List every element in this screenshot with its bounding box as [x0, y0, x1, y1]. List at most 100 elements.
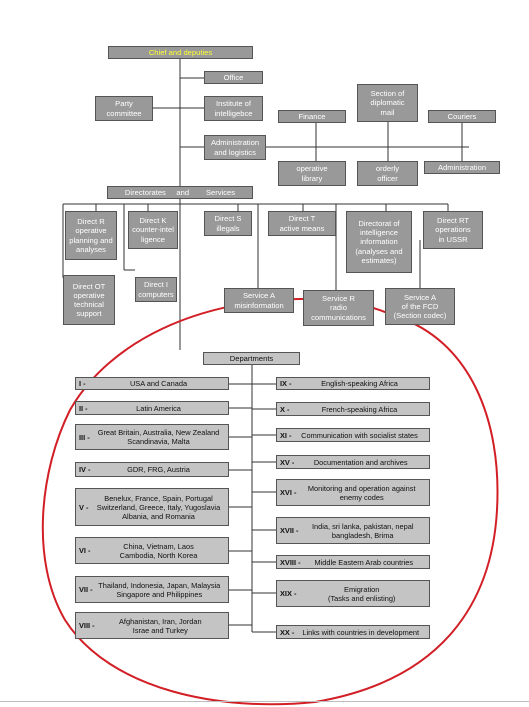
dept-right-5: XVI - Monitoring and operation against en… [276, 479, 430, 506]
dept-name: Monitoring and operation against enemy c… [307, 483, 416, 502]
service-a-misinformation-label: Service A misinformation [234, 291, 284, 310]
dept-number: XX - [280, 627, 295, 637]
directorate-intelligence-info-label: Directorat of intelligence information (… [355, 218, 403, 265]
service-a-misinformation-box: Service A misinformation [224, 288, 294, 313]
direct-t-label: Direct T active means [279, 214, 325, 233]
page-bottom-rule [0, 701, 529, 702]
direct-rt-label: Direct RT operations in USSR [435, 216, 471, 244]
dept-number: XIX - [280, 589, 297, 598]
dept-name: Emigration (Tasks and enlisting) [328, 584, 396, 603]
dept-right-9: XX - Links with countries in development [276, 625, 430, 639]
dept-number: VI - [79, 546, 91, 555]
direct-i-label: Direct I computers [138, 280, 174, 299]
dept-number: XI - [280, 430, 292, 440]
direct-r-box: Direct R operative planning and analyses [65, 211, 117, 260]
dept-name: Links with countries in development [302, 627, 420, 637]
dept-right-2: X - French-speaking Africa [276, 402, 430, 416]
service-r-box: Service R radio communications [303, 290, 374, 326]
directorates-label: Directorates and Services [124, 187, 236, 197]
dept-left-2: II - Latin America [75, 401, 229, 415]
dept-number: III - [79, 432, 90, 442]
orderly-officer-label: orderly officer [375, 164, 400, 183]
dept-left-8: VIII -Afghanistan, Iran, Jordan Israe an… [75, 612, 229, 639]
dept-number: XVIII - [280, 557, 301, 567]
dept-name: French-speaking Africa [321, 404, 398, 414]
departments-title: Departments [229, 353, 274, 363]
dept-number: XV - [280, 457, 295, 467]
service-a-fcd-box: Service A of the FCD (Section codec) [385, 288, 455, 325]
office-box: Office [204, 71, 263, 84]
chief-label: Chief and deputies [148, 47, 213, 57]
office-label: Office [223, 72, 244, 82]
dept-right-7: XVIII - Middle Eastern Arab countries [276, 555, 430, 569]
dept-left-7: VII - Thailand, Indonesia, Japan, Malaysi… [75, 576, 229, 603]
direct-s-box: Direct S illegals [204, 211, 252, 236]
service-r-label: Service R radio communications [311, 294, 366, 322]
finance-box: Finance [278, 110, 346, 123]
admin-logistics-label: Administration and logistics [210, 138, 260, 157]
orderly-officer-box: orderly officer [357, 161, 418, 186]
couriers-label: Couriers [447, 111, 477, 121]
institute-label: Institute of intelligebce [214, 99, 253, 118]
direct-ot-box: Direct OT operative technical support [63, 275, 115, 325]
dept-number: XVII - [280, 526, 299, 535]
finance-label: Finance [298, 111, 326, 121]
direct-ot-label: Direct OT operative technical support [72, 281, 106, 319]
dept-number: V - [79, 502, 89, 512]
service-a-fcd-label: Service A of the FCD (Section codec) [393, 292, 447, 321]
administration-box: Administration [424, 161, 500, 174]
section-diplomatic-mail-label: Section of diplomatic mail [370, 89, 405, 117]
dept-number: VII - [79, 585, 93, 594]
direct-t-box: Direct T active means [268, 211, 336, 236]
dept-number: X - [280, 404, 290, 414]
highlight-circle [41, 297, 499, 706]
direct-rt-box: Direct RT operations in USSR [423, 211, 483, 249]
couriers-box: Couriers [428, 110, 496, 123]
dept-left-5: V - Benelux, France, Spain, Portugal Swit… [75, 488, 229, 526]
chief-box: Chief and deputies [108, 46, 253, 59]
direct-k-box: Direct K counter-intel ligence [128, 211, 178, 249]
dept-number: IV - [79, 465, 91, 474]
institute-box: Institute of intelligebce [204, 96, 263, 121]
dept-left-1: I - USA and Canada [75, 377, 229, 390]
dept-left-3: III - Great Britain, Australia, New Zeala… [75, 424, 229, 450]
dept-name: Great Britain, Australia, New Zealand Sc… [97, 428, 220, 446]
dept-number: VIII - [79, 621, 95, 630]
directorates-box: Directorates and Services [107, 186, 253, 199]
direct-r-label: Direct R operative planning and analyses [69, 217, 113, 254]
operative-library-label: operative library [296, 164, 328, 183]
dept-name: Benelux, France, Spain, Portugal Switzer… [96, 493, 221, 521]
dept-name: Middle Eastern Arab countries [314, 557, 414, 567]
departments-header: Departments [203, 352, 300, 365]
dept-name: Thailand, Indonesia, Japan, Malaysia Sin… [98, 580, 221, 599]
dept-right-6: XVII - India, sri lanka, pakistan, nepal … [276, 517, 430, 544]
dept-right-4: XV - Documentation and archives [276, 455, 430, 469]
direct-i-box: Direct I computers [135, 277, 177, 302]
dept-name: GDR, FRG, Austria [127, 465, 190, 474]
dept-name: English-speaking Africa [321, 379, 398, 388]
party-committee-label: Party committee [106, 99, 142, 118]
section-diplomatic-mail-box: Section of diplomatic mail [357, 84, 418, 122]
dept-left-6: VI - China, Vietnam, Laos Cambodia, North… [75, 537, 229, 564]
dept-left-4: IV - GDR, FRG, Austria [75, 462, 229, 477]
dept-name: Latin America [136, 403, 181, 413]
dept-right-1: IX - English-speaking Africa [276, 377, 430, 390]
administration-label: Administration [437, 162, 487, 172]
dept-name: China, Vietnam, Laos Cambodia, North Kor… [119, 541, 198, 560]
dept-number: II - [79, 403, 88, 413]
dept-name: USA and Canada [129, 379, 188, 388]
dept-number: IX - [280, 379, 292, 388]
dept-name: India, sri lanka, pakistan, nepal bangla… [312, 521, 414, 540]
dept-name: Documentation and archives [313, 457, 408, 467]
operative-library-box: operative library [278, 161, 346, 186]
admin-logistics-box: Administration and logistics [204, 135, 266, 160]
party-committee-box: Party committee [95, 96, 153, 121]
dept-number: I - [79, 379, 86, 388]
dept-number: XVI - [280, 488, 297, 497]
dept-right-8: XIX - Emigration (Tasks and enlisting) [276, 580, 430, 607]
dept-right-3: XI - Communication with socialist states [276, 428, 430, 442]
directorate-intelligence-info-box: Directorat of intelligence information (… [346, 211, 412, 273]
dept-name: Communication with socialist states [301, 430, 418, 440]
